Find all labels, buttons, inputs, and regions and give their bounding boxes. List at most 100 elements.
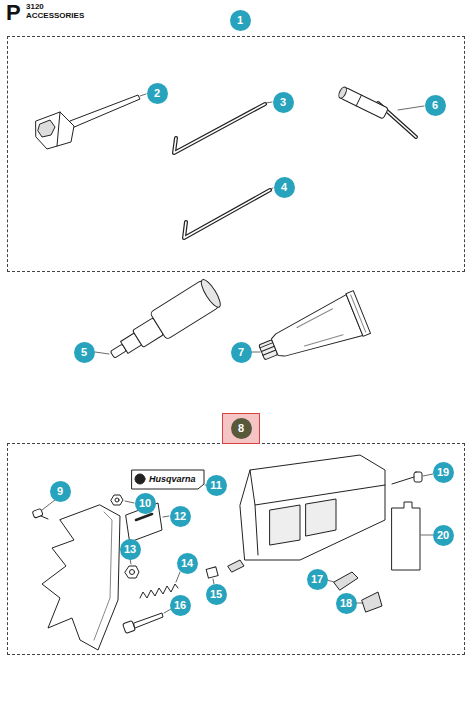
nut xyxy=(111,495,123,505)
bolt xyxy=(123,621,136,634)
leader-line xyxy=(423,474,433,476)
nut xyxy=(125,566,139,578)
callout-circle: 16 xyxy=(170,595,191,616)
callout-number: 6 xyxy=(432,100,438,111)
callout-number: 10 xyxy=(139,498,151,509)
leader-line xyxy=(176,572,180,582)
callout-circle: 6 xyxy=(425,95,446,116)
label-plate xyxy=(135,474,145,484)
leader-line xyxy=(266,102,272,103)
square-nut xyxy=(206,567,218,578)
chain-cover xyxy=(228,455,385,572)
screw xyxy=(41,516,48,519)
chain-cover xyxy=(240,455,385,560)
combination-spanner xyxy=(57,112,60,146)
grease-tube xyxy=(351,295,366,332)
t-wrench xyxy=(337,86,388,119)
illustration xyxy=(32,86,433,650)
callout-circle: 8 xyxy=(231,418,252,439)
callout-circle: 2 xyxy=(147,83,168,104)
callout-circle: 5 xyxy=(74,342,95,363)
callout-number: 15 xyxy=(210,589,222,600)
callout-number: 19 xyxy=(437,467,449,478)
tool xyxy=(198,277,223,309)
bolt xyxy=(134,613,163,628)
callout-circle: 14 xyxy=(177,553,198,574)
nut xyxy=(130,570,135,575)
leader-line xyxy=(327,580,334,582)
callout-circle: 17 xyxy=(307,569,328,590)
screw xyxy=(392,477,414,484)
callout-number: 14 xyxy=(181,558,193,569)
brand-logo: Husqvarna xyxy=(149,475,196,484)
leader-line xyxy=(95,352,109,354)
nut xyxy=(115,498,119,502)
hex-key xyxy=(184,190,270,238)
callout-number: 20 xyxy=(437,530,449,541)
callout-number: 2 xyxy=(154,88,160,99)
wedge xyxy=(334,572,358,590)
combination-spanner xyxy=(70,95,140,128)
section-title: ACCESSORIES xyxy=(26,12,84,20)
callout-number: 12 xyxy=(174,511,186,522)
callout-number: 17 xyxy=(311,574,323,585)
hex-key xyxy=(184,190,270,238)
callout-circle: 4 xyxy=(274,177,295,198)
callout-circle: 9 xyxy=(50,481,71,502)
t-wrench xyxy=(337,86,416,137)
callout-number: 9 xyxy=(57,486,63,497)
leader-line xyxy=(42,474,433,613)
leader-line xyxy=(125,501,134,503)
screw xyxy=(414,472,422,482)
callout-number: 18 xyxy=(340,598,352,609)
grease-tube xyxy=(295,309,343,350)
combination-spanner xyxy=(36,95,140,149)
label-plate xyxy=(132,470,204,489)
grease-tube xyxy=(253,291,370,374)
dashed-group-box: 12364 xyxy=(7,36,465,272)
leader-line xyxy=(42,500,55,510)
screw xyxy=(392,472,422,484)
page-letter: P xyxy=(6,2,21,24)
label-plate xyxy=(132,470,204,489)
cover-plate xyxy=(392,502,420,570)
chain-cover xyxy=(270,499,336,545)
leader-line xyxy=(140,94,146,96)
chain-cover xyxy=(250,470,385,555)
leader-line xyxy=(356,603,363,604)
hex-key xyxy=(184,190,270,238)
nut xyxy=(111,495,123,505)
wedge xyxy=(362,592,382,612)
leader-line xyxy=(271,188,273,189)
callout-circle: 10 xyxy=(135,493,156,514)
callout-number: 5 xyxy=(81,347,87,358)
grease-tube xyxy=(267,295,363,368)
callout-circle: 12 xyxy=(170,506,191,527)
t-wrench xyxy=(340,87,388,119)
leader-line xyxy=(252,352,260,353)
cover-plate xyxy=(392,502,420,570)
leader-line xyxy=(130,559,131,564)
nut xyxy=(125,566,139,578)
callout-circle: 1 xyxy=(230,10,251,31)
leader-line xyxy=(163,516,169,517)
callout-circle: 11 xyxy=(206,475,227,496)
spring xyxy=(140,584,178,598)
callout-number: 13 xyxy=(124,544,136,555)
spring xyxy=(140,584,178,598)
screw xyxy=(32,508,48,519)
callout-circle: 18 xyxy=(336,593,357,614)
hex-key xyxy=(174,104,265,153)
chain-cover xyxy=(228,560,244,572)
t-wrench xyxy=(356,95,361,106)
spike-bumper xyxy=(42,505,120,650)
t-wrench xyxy=(337,86,348,99)
callout-circle: 19 xyxy=(433,462,454,483)
callout-number: 7 xyxy=(238,347,244,358)
hex-key xyxy=(174,104,265,153)
wedge xyxy=(334,572,358,590)
spike-bumper xyxy=(42,505,120,650)
combination-spanner xyxy=(38,120,55,137)
